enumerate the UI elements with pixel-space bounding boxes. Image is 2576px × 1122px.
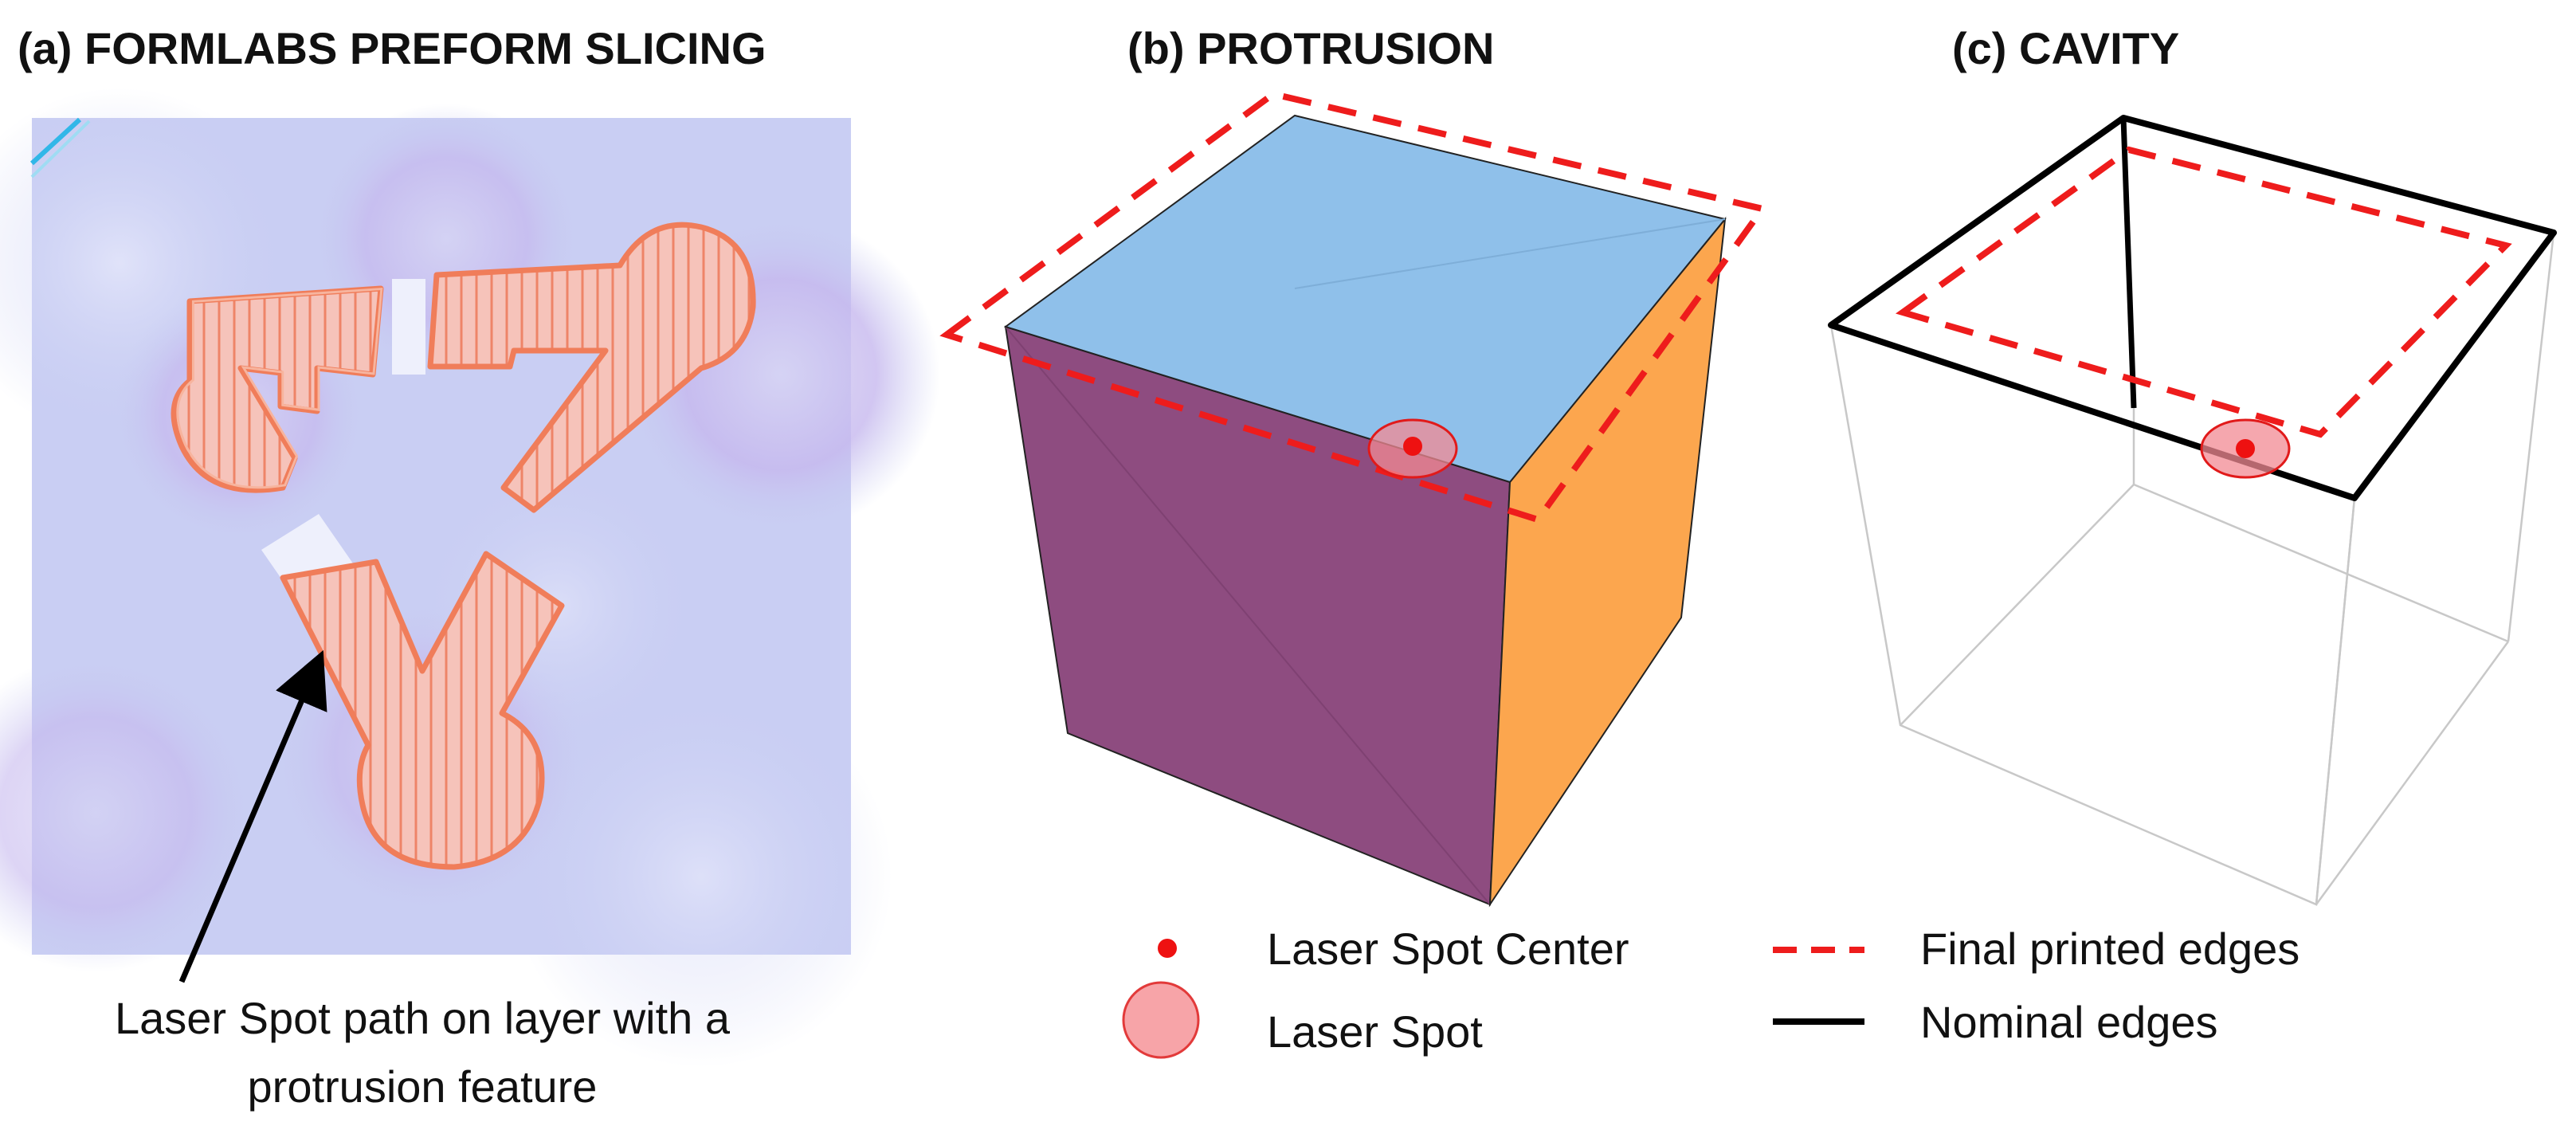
legend-final-printed-edges-label: Final printed edges bbox=[1920, 924, 2300, 974]
slice-segment-bottom bbox=[280, 551, 565, 870]
panel-b-title: (b) PROTRUSION bbox=[1127, 23, 1495, 73]
protrusion-cube bbox=[939, 90, 1768, 908]
laser-spot-center-protrusion bbox=[1403, 437, 1422, 456]
slicer-view bbox=[0, 88, 940, 1068]
panel-a-caption: Laser Spot path on layer with a protrusi… bbox=[16, 984, 829, 1121]
nominal-edges-cavity bbox=[1828, 115, 2557, 501]
cavity-box bbox=[1828, 115, 2557, 906]
legend bbox=[1122, 939, 1864, 1059]
cyan-corner-edge bbox=[29, 117, 82, 166]
slice-gap-top bbox=[392, 279, 425, 375]
legend-laser-spot-center-symbol bbox=[1158, 939, 1177, 958]
final-printed-edges-cavity bbox=[1896, 146, 2512, 438]
laser-spot-center-cavity bbox=[2236, 439, 2255, 458]
legend-laser-spot-label: Laser Spot bbox=[1267, 1006, 1483, 1057]
panel-c-title: (c) CAVITY bbox=[1952, 23, 2180, 73]
caption-arrow bbox=[178, 649, 327, 983]
caption-line-2: protrusion feature bbox=[247, 1061, 598, 1112]
caption-line-1: Laser Spot path on layer with a bbox=[114, 993, 731, 1043]
cavity-hidden-edges bbox=[1829, 232, 2555, 906]
slice-segment-right bbox=[427, 222, 756, 513]
final-printed-edges-protrusion bbox=[939, 90, 1768, 524]
panel-a-title: (a) FORMLABS PREFORM SLICING bbox=[18, 23, 767, 73]
legend-nominal-edges-label: Nominal edges bbox=[1920, 997, 2218, 1047]
legend-laser-spot-center-label: Laser Spot Center bbox=[1267, 924, 1629, 974]
legend-laser-spot-symbol bbox=[1122, 981, 1200, 1059]
